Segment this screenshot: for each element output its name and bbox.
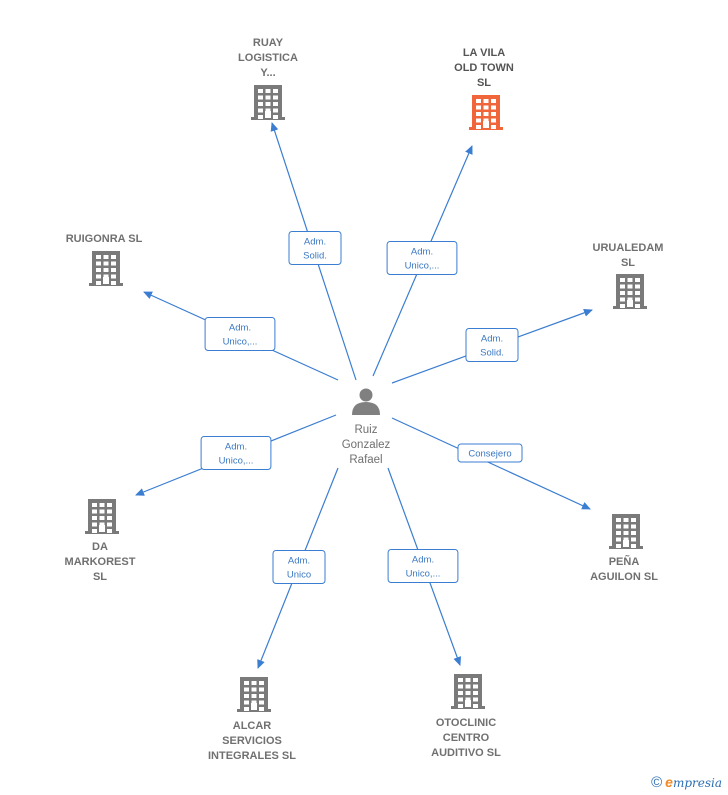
edge-label-text: Unico — [287, 570, 311, 581]
edge-label[interactable]: Adm. Solid. — [288, 231, 342, 265]
company-node-alcar[interactable]: ALCAR SERVICIOS INTEGRALES SL — [208, 677, 296, 762]
edge-label-text: Adm. — [412, 555, 434, 566]
edge-label-text: Adm. — [229, 323, 251, 334]
company-label: SL — [621, 257, 635, 269]
company-node-urualedam[interactable]: URUALEDAM SL — [593, 242, 664, 309]
edge-label-box — [386, 241, 458, 275]
edge-label-text: Unico,... — [405, 261, 440, 272]
edge-label-text: Unico,... — [223, 337, 258, 348]
edge-label-text: Solid. — [480, 348, 504, 359]
edge-label[interactable]: Adm. Unico,... — [386, 241, 458, 275]
company-label: SL — [93, 571, 107, 583]
company-label: DA — [92, 541, 108, 553]
edge-label-box — [272, 550, 326, 584]
company-label: SL — [477, 77, 491, 89]
edge-labels-layer: Adm.Solid.Adm.Unico,...Adm.Unico,...Adm.… — [200, 231, 523, 584]
company-label: LA VILA — [463, 47, 505, 59]
nodes-layer: RUAY LOGISTICA Y... LA VILA OLD TOWN SL RUIGON… — [65, 37, 664, 762]
building-icon — [609, 514, 643, 549]
edge-label[interactable]: Adm. Unico,... — [387, 549, 459, 583]
person-label: Gonzalez — [342, 439, 391, 451]
building-icon — [89, 251, 123, 286]
company-node-penaaguilon[interactable]: PEÑA AGUILON SL — [590, 514, 658, 583]
edge-label-text: Adm. — [288, 556, 310, 567]
copyright-symbol: © — [651, 774, 663, 791]
company-node-ruay[interactable]: RUAY LOGISTICA Y... — [238, 37, 298, 120]
edge-label-text: Adm. — [481, 334, 503, 345]
company-label: PEÑA — [609, 555, 640, 568]
company-label: Y... — [260, 67, 275, 79]
company-label: URUALEDAM — [593, 242, 664, 254]
edge-label-box — [457, 443, 523, 463]
company-label: ALCAR — [233, 720, 272, 732]
company-label: CENTRO — [443, 732, 490, 744]
building-icon — [451, 674, 485, 709]
edge-line — [391, 417, 591, 510]
edge-label[interactable]: Adm. Unico — [272, 550, 326, 584]
edge-label[interactable]: Adm. Unico,... — [200, 436, 272, 470]
brand-name: mpresia — [672, 776, 722, 790]
company-label: SERVICIOS — [222, 735, 282, 747]
company-label: AGUILON SL — [590, 571, 658, 583]
company-label: AUDITIVO SL — [431, 747, 501, 759]
edge-label[interactable]: Consejero — [457, 443, 523, 463]
edge-label-text: Solid. — [303, 251, 327, 262]
edge-label-box — [465, 328, 519, 362]
company-label: RUAY — [253, 37, 284, 49]
edge-label-text: Unico,... — [406, 569, 441, 580]
person-label: Rafael — [349, 454, 382, 466]
edge-label-box — [288, 231, 342, 265]
company-label: OLD TOWN — [454, 62, 514, 74]
edge-label-text: Adm. — [411, 247, 433, 258]
building-icon — [237, 677, 271, 712]
company-node-damarkorest[interactable]: DA MARKOREST SL — [65, 499, 136, 583]
building-icon — [251, 85, 285, 120]
brand-initial: e — [665, 774, 673, 790]
company-node-otoclinic[interactable]: OTOCLINIC CENTRO AUDITIVO SL — [431, 674, 501, 759]
edge-label-box — [200, 436, 272, 470]
company-label: MARKOREST — [65, 556, 136, 568]
building-icon — [613, 274, 647, 309]
edge-label[interactable]: Adm. Unico,... — [204, 317, 276, 351]
company-node-ruigonra[interactable]: RUIGONRA SL — [66, 233, 143, 286]
company-label: RUIGONRA SL — [66, 233, 143, 245]
edge-label-text: Unico,... — [219, 456, 254, 467]
edge-label-text: Adm. — [225, 442, 247, 453]
company-label: OTOCLINIC — [436, 717, 496, 729]
company-label: INTEGRALES SL — [208, 750, 296, 762]
company-label: LOGISTICA — [238, 52, 298, 64]
person-icon — [352, 388, 380, 415]
edge-label-box — [204, 317, 276, 351]
building-icon — [85, 499, 119, 534]
edge-label-text: Adm. — [304, 237, 326, 248]
edge-label-text: Consejero — [468, 449, 511, 460]
edge-label[interactable]: Adm. Solid. — [465, 328, 519, 362]
edge-label-box — [387, 549, 459, 583]
company-node-lavila[interactable]: LA VILA OLD TOWN SL — [454, 47, 514, 130]
person-label: Ruiz — [354, 424, 377, 436]
footer-brand: ©empresia — [651, 774, 722, 791]
building-icon — [469, 95, 503, 130]
